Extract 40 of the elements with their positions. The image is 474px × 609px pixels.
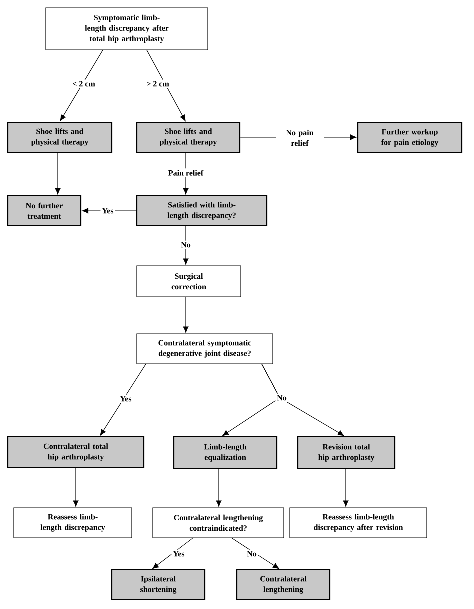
edge-label: No (276, 394, 288, 402)
edge-label: Yes (118, 394, 134, 404)
arrow (232, 538, 280, 570)
arrow (100, 364, 146, 436)
process-box: Contralateral total hip arthroplasty (7, 436, 145, 469)
arrow (343, 469, 349, 507)
arrow (60, 50, 104, 122)
edge-label: > 2 cm (145, 80, 171, 88)
arrow (183, 297, 189, 333)
process-box: Satisfied with limb-length discrepancy? (136, 195, 268, 227)
arrow (183, 152, 189, 195)
arrow (55, 152, 61, 195)
arrow (146, 50, 186, 122)
arrow (73, 468, 79, 507)
arrow (82, 208, 137, 214)
process-box: Ipsilateral shortening (111, 569, 206, 601)
edge-label: < 2 cm (71, 80, 97, 88)
process-box: Contralateral lengthening (236, 569, 331, 601)
step-box: Contralateral symptomatic degenerative joint disease? (136, 334, 274, 364)
process-box: Limb-length equalization (173, 436, 278, 470)
process-box: Revision total hip arthroplasty (297, 436, 396, 470)
edge-label: No (180, 240, 192, 250)
arrow (216, 469, 222, 507)
arrow (183, 226, 189, 265)
step-box: Contralateral lengthening contraindicated? (152, 508, 284, 538)
edge-label: Yes (172, 550, 186, 558)
step-box: Reassess limb-length discrepancy after revision (290, 508, 428, 538)
arrow (152, 538, 194, 570)
edge-label: Pain relief (166, 168, 206, 178)
edge-label: Yes (100, 206, 116, 216)
step-box: Symptomatic limb-length discrepancy after total hip arthroplasty (46, 8, 208, 50)
step-box: Surgical correction (136, 266, 242, 298)
edge-label: No pain relief (276, 128, 324, 148)
process-box: Shoe lifts and physical therapy (136, 122, 241, 154)
process-box: Shoe lifts and physical therapy (7, 122, 113, 154)
process-box: No further treatment (7, 195, 82, 227)
process-box: Further workup for pain etiology (357, 122, 463, 154)
step-box: Reassess limb-length discrepancy (14, 508, 132, 538)
arrow (262, 364, 344, 436)
edge-label: No (246, 550, 258, 558)
